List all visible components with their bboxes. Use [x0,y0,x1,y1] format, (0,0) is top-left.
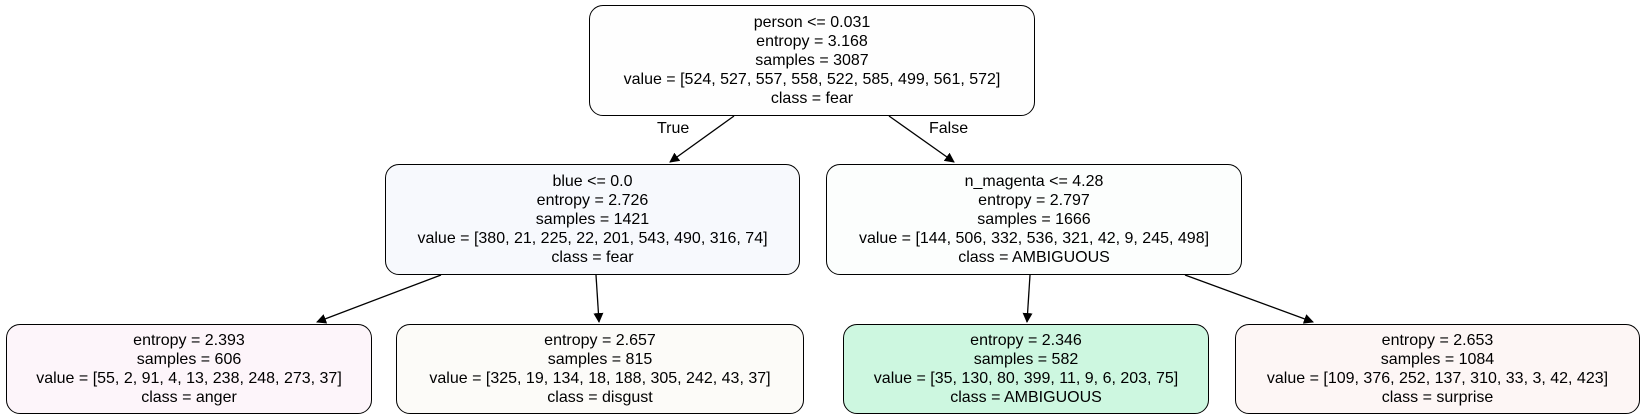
node-text-line: class = anger [141,389,237,406]
leaf-node-disgust: entropy = 2.657 samples = 815 value = [325… [396,324,804,414]
node-text-line: samples = 3087 [755,52,869,69]
node-text-line: class = AMBIGUOUS [950,389,1102,406]
leaf-node-ambiguous: entropy = 2.346 samples = 582 value = [35,… [843,324,1209,414]
edge-root-right [888,115,955,163]
node-text-line: value = [380, 21, 225, 22, 201, 543, 490… [417,230,768,247]
edge-label-false: False [929,120,969,137]
node-text-line: value = [144, 506, 332, 536, 321, 42, 9,… [858,230,1210,247]
node-text-line: entropy = 2.797 [978,192,1090,209]
node-text-line: value = [35, 130, 80, 399, 11, 9, 6, 203… [873,370,1179,387]
node-text-line: person <= 0.031 [753,14,871,31]
node-text-line: entropy = 2.346 [970,332,1082,349]
leaf-node-anger: entropy = 2.393 samples = 606 value = [55,… [6,324,372,414]
node-text-line: entropy = 2.653 [1381,332,1494,349]
node-text-line: class = disgust [547,389,653,406]
node-text-line: samples = 1084 [1380,351,1495,368]
left-split-node: blue <= 0.0 entropy = 2.726 samples = 1421… [385,164,800,275]
node-text-line: entropy = 2.657 [544,332,656,349]
node-text-line: entropy = 2.393 [133,332,245,349]
node-text-line: samples = 606 [136,351,242,368]
node-text-line: samples = 582 [973,351,1079,368]
edge-label-true: True [657,120,690,137]
node-text-line: class = fear [770,90,854,107]
node-text-line: value = [55, 2, 91, 4, 13, 238, 248, 273… [36,370,342,387]
right-split-node: n_magenta <= 4.28 entropy = 2.797 samples … [826,164,1242,275]
node-text-line: class = fear [551,249,634,266]
leaf-node-surprise: entropy = 2.653 samples = 1084 value = [10… [1235,324,1640,414]
root-node: person <= 0.031 entropy = 3.168 samples = … [589,5,1035,116]
node-text-line: n_magenta <= 4.28 [964,173,1104,190]
edge-right-rightleft [1022,274,1033,323]
node-text-line: blue <= 0.0 [552,173,633,190]
edge-left-leftright [593,274,604,323]
node-text-line: entropy = 3.168 [756,33,868,50]
edge-left-leftleft [316,274,442,324]
node-text-line: class = surprise [1381,389,1494,406]
node-text-line: value = [325, 19, 134, 18, 188, 305, 242… [429,370,771,387]
node-text-line: value = [109, 376, 252, 137, 310, 33, 3,… [1266,370,1609,387]
node-text-line: samples = 1666 [977,211,1091,228]
node-text-line: class = AMBIGUOUS [958,249,1110,266]
edge-root-left [669,115,735,163]
node-text-line: entropy = 2.726 [536,192,649,209]
edge-right-rightright [1184,274,1314,324]
node-text-line: samples = 815 [547,351,653,368]
node-text-line: value = [524, 527, 557, 558, 522, 585, 4… [623,71,1001,88]
node-text-line: samples = 1421 [535,211,650,228]
